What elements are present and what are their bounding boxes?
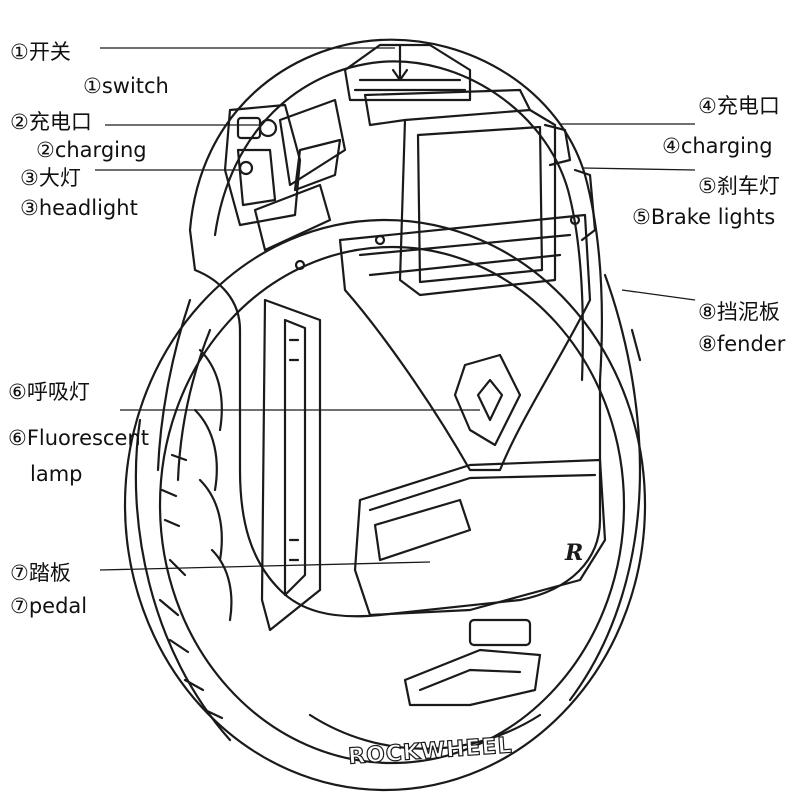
label-charging-left-zh: ②充电口 [10, 110, 92, 134]
pedal [353, 458, 607, 617]
label-lamp-en: ⑥Fluorescent [8, 426, 149, 450]
label-lamp-zh: ⑥呼吸灯 [8, 380, 90, 404]
center-cover [338, 213, 592, 472]
battery-block [398, 108, 557, 297]
label-charging-right-en: ④charging [662, 134, 773, 158]
pedal-brand-mark: R [564, 540, 583, 566]
leader-pedal [99, 561, 431, 571]
label-headlight-zh: ③大灯 [20, 166, 81, 190]
body-shell [188, 38, 603, 618]
bottom-mount [403, 648, 542, 707]
label-charging-right-zh: ④充电口 [698, 94, 780, 118]
tire-outer [123, 218, 647, 792]
label-brake-en: ⑤Brake lights [632, 205, 776, 229]
label-pedal-en: ⑦pedal [10, 594, 88, 618]
label-lamp-en-line2: lamp [30, 462, 83, 486]
label-brake-zh: ⑤刹车灯 [698, 174, 780, 198]
leader-fender [621, 289, 696, 301]
label-fender-en: ⑧fender [698, 332, 786, 356]
breathing-lamp [453, 353, 522, 447]
tread-left [134, 418, 232, 742]
label-switch-zh: ①开关 [10, 40, 71, 64]
label-switch-en: ①switch [83, 74, 169, 98]
label-fender-zh: ⑧挡泥板 [698, 300, 780, 324]
tire-inner [158, 245, 626, 765]
label-pedal-zh: ⑦踏板 [10, 561, 71, 585]
fender [568, 273, 642, 702]
label-charging-left-en: ②charging [36, 138, 147, 162]
leader-brake [582, 167, 696, 171]
label-headlight-en: ③headlight [20, 196, 138, 220]
top-handle [343, 43, 472, 102]
wheel-brand-text: ROCKWHEEL [347, 733, 513, 769]
